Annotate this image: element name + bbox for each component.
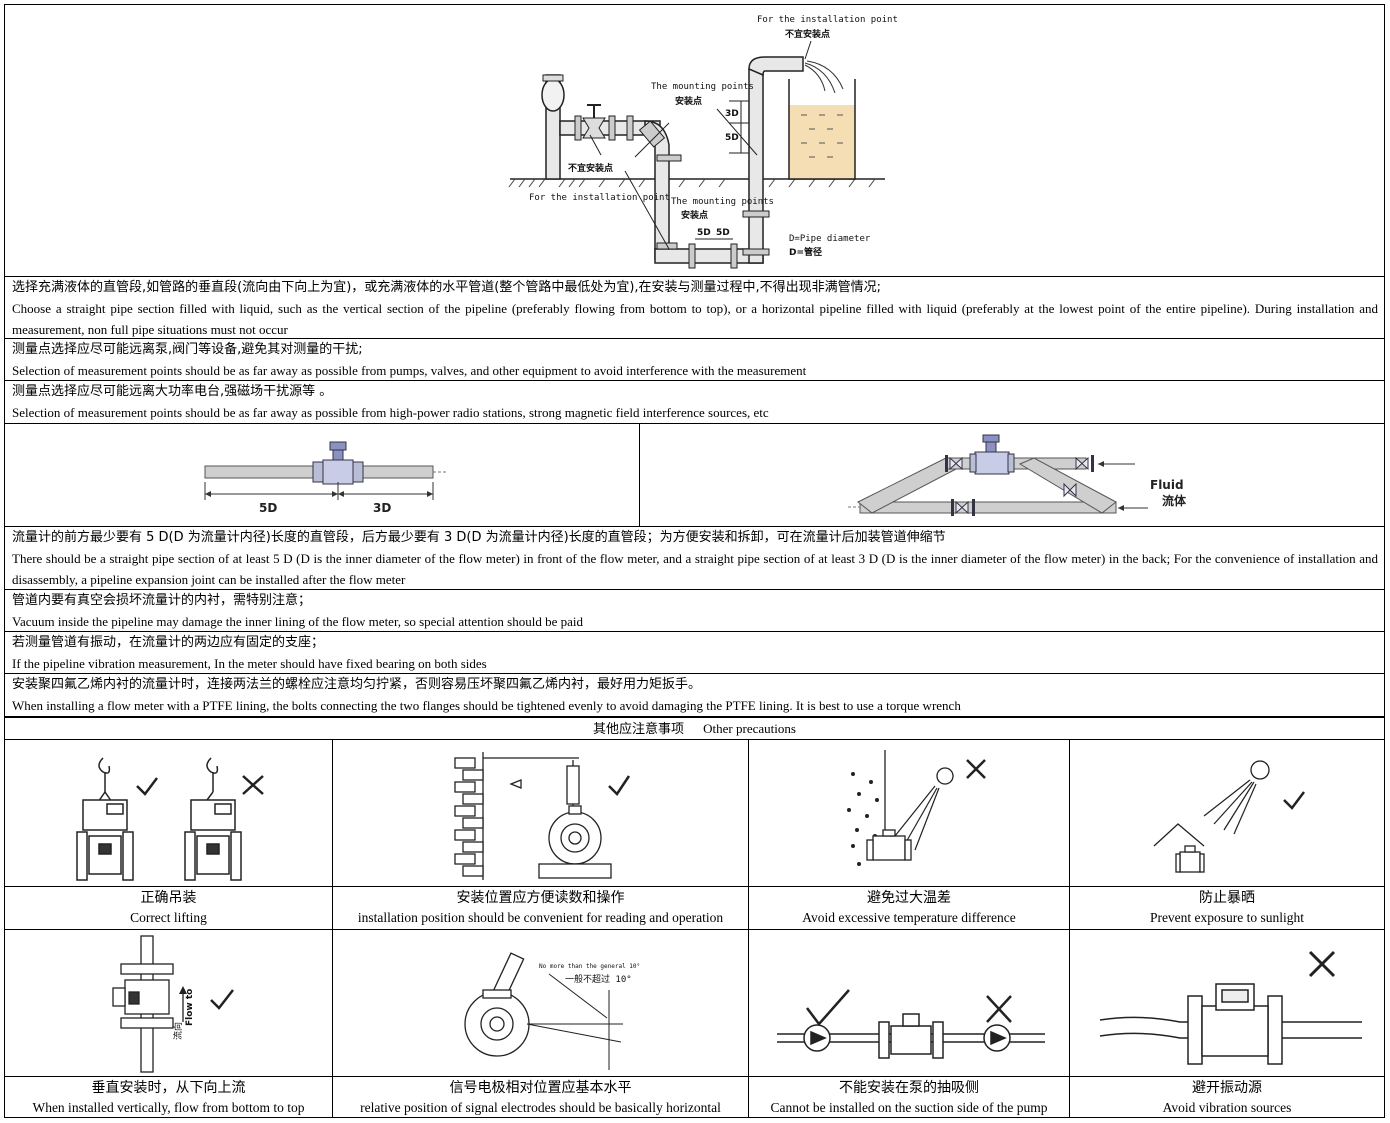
pump-suction-figure <box>777 989 1045 1059</box>
precaution-image-cell <box>1069 739 1384 887</box>
precaution-caption-en: Cannot be installed on the suction side … <box>770 1100 1048 1115</box>
install-point-bottom-en: For the installation point <box>529 193 670 203</box>
dim-upstream-label: 5D <box>259 501 277 515</box>
requirement-en: Selection of measurement points should b… <box>12 363 807 378</box>
precaution-caption-cell: 不能安装在泵的抽吸侧 Cannot be installed on the su… <box>748 1076 1070 1118</box>
temperature-difference-figure <box>847 750 986 866</box>
precaution-image-cell <box>332 739 749 887</box>
requirement-cn: 流量计的前方最少要有 5 D(D 为流量计内径)长度的直管段，后方最少要有 3 … <box>12 530 946 545</box>
precaution-caption-cn: 垂直安装时，从下向上流 <box>91 1080 246 1096</box>
precaution-caption-en: Correct lifting <box>130 910 207 925</box>
requirement-cn: 测量点选择应尽可能远离大功率电台,强磁场干扰源等 。 <box>12 384 333 399</box>
requirement-cn: 管道内要有真空会损坏流量计的内衬，需特别注意； <box>12 593 312 608</box>
precaution-image-cell <box>1069 929 1384 1077</box>
precaution-image-cell: No more than the general 10° 一般不超过 10° <box>332 929 749 1077</box>
precaution-caption-en: When installed vertically, flow from bot… <box>32 1100 305 1115</box>
precaution-caption-en: installation position should be convenie… <box>357 910 724 925</box>
precaution-caption-cn: 防止暴晒 <box>1199 890 1255 906</box>
straight-pipe-cell: 5D 3D <box>5 423 640 527</box>
precaution-caption-cn: 避免过大温差 <box>867 890 951 906</box>
precaution-caption-cell: 信号电极相对位置应基本水平 relative position of signa… <box>332 1076 749 1118</box>
requirement-cn: 测量点选择应尽可能远离泵,阀门等设备,避免其对测量的干扰; <box>12 342 363 357</box>
precaution-caption-cell: 防止暴晒 Prevent exposure to sunlight <box>1069 886 1384 930</box>
straight-pipe-diagram: 5D 3D <box>204 441 447 515</box>
dim-3d-label: 3D <box>725 109 739 119</box>
pipeline-diagram-cell: 3D 5D 5D 5D For the installation point 不… <box>5 5 1384 277</box>
flow-to-en: Flow to <box>185 989 195 1026</box>
dim-downstream-label: 3D <box>373 501 391 515</box>
precaution-caption-en: relative position of signal electrodes s… <box>360 1100 721 1115</box>
precaution-image-cell: Flow to 流向 <box>5 929 333 1077</box>
precaution-caption-cn: 正确吊装 <box>140 890 197 906</box>
mount-bottom-cn: 安装点 <box>681 209 708 221</box>
precautions-header: 其他应注意事项 Other precautions <box>5 717 1384 740</box>
vertical-flow-figure: Flow to 流向 <box>112 935 234 1073</box>
legend-pipe-diameter-cn: D=管径 <box>789 246 822 258</box>
legend-pipe-diameter-en: D=Pipe diameter <box>789 234 871 244</box>
dim-5d-label: 5D <box>725 133 739 143</box>
correct-lifting-figure <box>76 757 264 881</box>
angle-note-cn: 一般不超过 10° <box>565 973 632 985</box>
flow-to-cn: 流向 <box>172 1022 184 1040</box>
installation-sheet: 3D 5D 5D 5D For the installation point 不… <box>4 4 1385 1118</box>
convenient-position-figure <box>454 752 631 880</box>
precaution-image-cell <box>748 739 1070 887</box>
precaution-caption-en: Prevent exposure to sunlight <box>1149 910 1305 925</box>
requirement-row: 安装聚四氟乙烯内衬的流量计时，连接两法兰的螺栓应注意均匀拧紧，否则容易压坏聚四氟… <box>5 673 1384 717</box>
install-point-top-cn: 不宜安装点 <box>785 28 830 40</box>
requirement-row: 测量点选择应尽可能远离泵,阀门等设备,避免其对测量的干扰; Selection … <box>5 338 1384 381</box>
requirement-row: 测量点选择应尽可能远离大功率电台,强磁场干扰源等 。 Selection of … <box>5 380 1384 424</box>
requirement-row: 选择充满液体的直管段,如管路的垂直段(流向由下向上为宜)，或充满液体的水平管道(… <box>5 276 1384 339</box>
angle-note-en: No more than the general 10° <box>539 963 640 970</box>
precaution-image-cell <box>748 929 1070 1077</box>
sunlight-figure <box>1153 760 1305 873</box>
requirement-en: Vacuum inside the pipeline may damage th… <box>12 614 583 629</box>
precaution-caption-cell: 避免过大温差 Avoid excessive temperature diffe… <box>748 886 1070 930</box>
mount-left-en: The mounting points <box>651 82 754 92</box>
precaution-caption-cell: 安装位置应方便读数和操作 installation position shoul… <box>332 886 749 930</box>
bypass-pipe-cell: Fluid 流体 <box>639 423 1384 527</box>
requirement-row: 若测量管道有振动，在流量计的两边应有固定的支座； If the pipeline… <box>5 631 1384 674</box>
fluid-cn-label: 流体 <box>1162 493 1187 508</box>
precaution-caption-cn: 安装位置应方便读数和操作 <box>456 890 625 906</box>
precaution-caption-cell: 避开振动源 Avoid vibration sources <box>1069 1076 1384 1118</box>
requirement-row: 流量计的前方最少要有 5 D(D 为流量计内径)长度的直管段，后方最少要有 3 … <box>5 526 1384 590</box>
vibration-source-figure <box>1099 950 1362 1065</box>
requirement-cn: 选择充满液体的直管段,如管路的垂直段(流向由下向上为宜)，或充满液体的水平管道(… <box>12 280 882 295</box>
fluid-en-label: Fluid <box>1150 478 1184 492</box>
precaution-caption-en: Avoid excessive temperature difference <box>802 910 1016 925</box>
electrode-level-figure: No more than the general 10° 一般不超过 10° <box>464 952 640 1070</box>
precaution-caption-en: Avoid vibration sources <box>1162 1100 1292 1115</box>
requirement-row: 管道内要有真空会损坏流量计的内衬，需特别注意； Vacuum inside th… <box>5 589 1384 632</box>
not-suitable-cn: 不宜安装点 <box>568 162 613 174</box>
precaution-caption-cn: 避开振动源 <box>1192 1080 1262 1096</box>
bypass-pipe-diagram: Fluid 流体 <box>848 434 1187 516</box>
dim-5d-b-label: 5D <box>716 228 730 238</box>
mount-left-cn: 安装点 <box>675 95 702 107</box>
requirement-en: When installing a flow meter with a PTFE… <box>12 698 961 713</box>
requirement-cn: 安装聚四氟乙烯内衬的流量计时，连接两法兰的螺栓应注意均匀拧紧，否则容易压坏聚四氟… <box>12 677 702 692</box>
precaution-image-cell <box>5 739 333 887</box>
dim-5d-a-label: 5D <box>697 228 711 238</box>
requirement-en: If the pipeline vibration measurement, I… <box>12 656 487 671</box>
mount-bottom-en: The mounting points <box>671 197 774 207</box>
requirement-en: Selection of measurement points should b… <box>12 405 769 420</box>
install-point-top-en: For the installation point <box>757 15 898 25</box>
precautions-header-en: Other precautions <box>703 721 796 736</box>
requirement-en: Choose a straight pipe section filled wi… <box>12 301 1378 337</box>
requirement-cn: 若测量管道有振动，在流量计的两边应有固定的支座； <box>12 635 325 650</box>
precautions-header-cn: 其他应注意事项 <box>593 722 685 737</box>
precaution-caption-cell: 正确吊装 Correct lifting <box>5 886 333 930</box>
precaution-caption-cn: 不能安装在泵的抽吸侧 <box>839 1080 979 1096</box>
pipeline-diagram: 3D 5D 5D 5D For the installation point 不… <box>508 15 898 269</box>
precaution-caption-cn: 信号电极相对位置应基本水平 <box>449 1080 632 1096</box>
requirement-en: There should be a straight pipe section … <box>12 551 1378 587</box>
precaution-caption-cell: 垂直安装时，从下向上流 When installed vertically, f… <box>5 1076 333 1118</box>
